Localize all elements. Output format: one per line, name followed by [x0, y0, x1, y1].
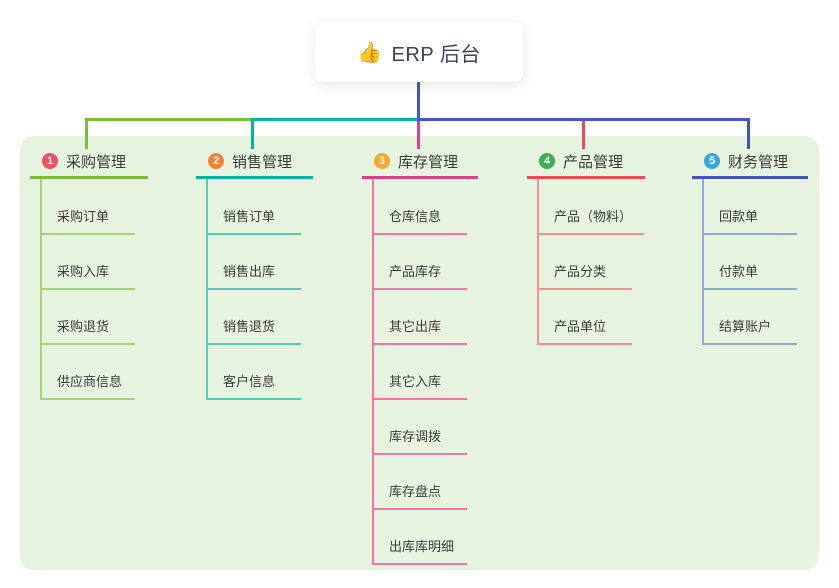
- subtree-rail-line: [372, 179, 374, 564]
- branch-number-badge: 5: [704, 153, 720, 169]
- branch-node-4[interactable]: 4 产品管理: [527, 146, 645, 179]
- leaf-node[interactable]: 采购入库: [40, 261, 135, 290]
- leaf-node[interactable]: 结算账户: [702, 316, 797, 345]
- leaf-node[interactable]: 产品库存: [372, 261, 467, 290]
- branch-number-badge: 2: [208, 153, 224, 169]
- leaf-node[interactable]: 其它入库: [372, 371, 467, 400]
- branch-drop-line: [747, 121, 750, 149]
- leaf-node[interactable]: 库存调拨: [372, 426, 467, 455]
- branch-node-2[interactable]: 2 销售管理: [196, 146, 313, 179]
- branch-drop-line: [85, 121, 88, 149]
- leaf-node[interactable]: 采购订单: [40, 206, 135, 235]
- leaf-node[interactable]: 回款单: [702, 206, 797, 235]
- branch-number-badge: 4: [539, 153, 555, 169]
- leaf-node[interactable]: 销售订单: [206, 206, 301, 235]
- subtree-rail-line: [702, 179, 704, 344]
- leaf-node[interactable]: 产品（物料）: [537, 206, 645, 235]
- leaf-node[interactable]: 供应商信息: [40, 371, 135, 400]
- connector-bus-left: [85, 118, 251, 121]
- branch-drop-line: [582, 121, 585, 149]
- leaf-node[interactable]: 销售退货: [206, 316, 301, 345]
- root-node-erp-backend[interactable]: 👍 ERP 后台: [315, 22, 523, 82]
- branch-label: 财务管理: [728, 153, 789, 171]
- thumbs-up-icon: 👍: [357, 41, 383, 64]
- root-node-label: ERP 后台: [391, 43, 481, 66]
- leaf-node[interactable]: 客户信息: [206, 371, 301, 400]
- branch-node-5[interactable]: 5 财务管理: [692, 146, 808, 179]
- subtree-rail-line: [537, 179, 539, 344]
- branch-node-3[interactable]: 3 库存管理: [362, 146, 478, 179]
- leaf-node[interactable]: 产品单位: [537, 316, 632, 345]
- branch-drop-line: [251, 121, 254, 149]
- branch-node-1[interactable]: 1 采购管理: [30, 146, 148, 179]
- branch-label: 产品管理: [563, 153, 624, 171]
- leaf-node[interactable]: 采购退货: [40, 316, 135, 345]
- branch-label: 销售管理: [232, 153, 293, 171]
- connector-bus-right: [417, 118, 750, 121]
- leaf-node[interactable]: 产品分类: [537, 261, 632, 290]
- branch-label: 采购管理: [66, 153, 127, 171]
- leaf-node[interactable]: 仓库信息: [372, 206, 467, 235]
- branch-number-badge: 3: [374, 153, 390, 169]
- leaf-node[interactable]: 其它出库: [372, 316, 467, 345]
- leaf-node[interactable]: 付款单: [702, 261, 797, 290]
- root-connector-line: [417, 82, 420, 119]
- branches-panel: [20, 136, 819, 570]
- leaf-node[interactable]: 销售出库: [206, 261, 301, 290]
- branch-drop-line: [417, 121, 420, 149]
- leaf-node[interactable]: 库存盘点: [372, 481, 467, 510]
- branch-number-badge: 1: [42, 153, 58, 169]
- leaf-node[interactable]: 出库库明细: [372, 536, 467, 565]
- connector-bus-mid: [251, 118, 417, 121]
- branch-label: 库存管理: [398, 153, 459, 171]
